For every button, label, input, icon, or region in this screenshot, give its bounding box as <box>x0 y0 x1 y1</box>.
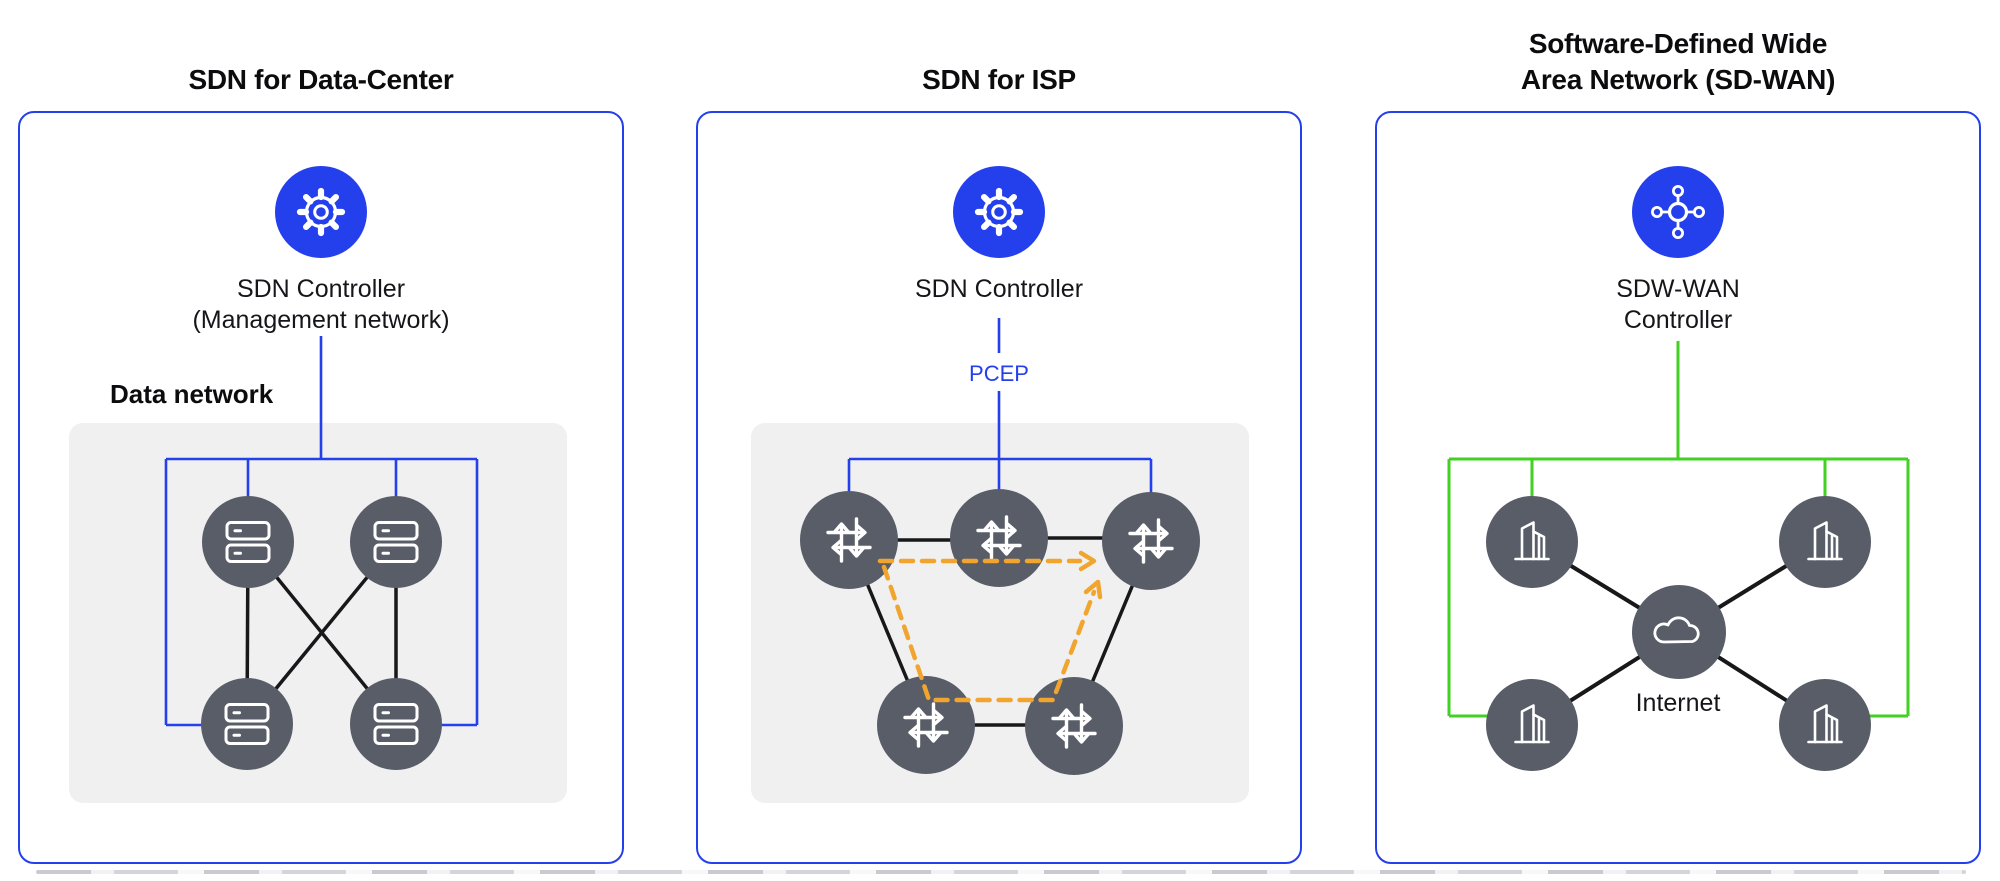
router-node <box>800 491 898 589</box>
panel-sdwan-frame <box>1375 111 1981 864</box>
router-node <box>1102 492 1200 590</box>
controller-label-datacenter: SDN Controller (Management network) <box>192 275 450 334</box>
isp-network <box>751 166 1249 803</box>
router-node <box>950 489 1048 587</box>
traffic-path-dashed <box>877 550 1103 703</box>
controller-node <box>953 166 1045 258</box>
overlay-links <box>1447 341 1910 718</box>
datacenter-network <box>69 166 567 803</box>
server-node <box>202 496 294 588</box>
internet-links <box>1530 540 1827 727</box>
panel-isp-frame <box>696 111 1302 864</box>
panel-title-sdwan: Software-Defined Wide Area Network (SD-W… <box>1520 28 1836 95</box>
fabric-links <box>245 540 398 726</box>
arrowhead-right-icon <box>1078 550 1097 572</box>
server-node <box>350 678 442 770</box>
pcep-label: PCEP <box>969 361 1029 386</box>
panel-datacenter-frame <box>18 111 624 864</box>
branch-node <box>1486 496 1578 588</box>
server-node <box>201 678 293 770</box>
arrowhead-up-icon <box>1083 579 1103 600</box>
sdwan-network <box>1447 166 1910 771</box>
panel-title-isp: SDN for ISP <box>922 64 1076 95</box>
data-network-zone <box>69 423 567 803</box>
management-links <box>164 336 479 727</box>
branch-node <box>1779 496 1871 588</box>
controller-label-sdwan: SDW-WAN Controller <box>1616 275 1740 334</box>
branch-node <box>1486 679 1578 771</box>
data-network-label: Data network <box>110 379 274 409</box>
panel-title-datacenter: SDN for Data-Center <box>188 64 454 95</box>
internet-label: Internet <box>1635 689 1721 717</box>
server-node <box>350 496 442 588</box>
router-node <box>877 676 975 774</box>
router-node <box>1025 677 1123 775</box>
internet-node <box>1632 585 1726 679</box>
controller-label-isp: SDN Controller <box>914 275 1084 303</box>
controller-node <box>1632 166 1724 258</box>
pcep-links <box>847 318 1153 505</box>
isp-topology-links <box>847 536 1153 727</box>
controller-node <box>275 166 367 258</box>
branch-node <box>1779 679 1871 771</box>
bottom-edge-artifact <box>36 870 1966 874</box>
